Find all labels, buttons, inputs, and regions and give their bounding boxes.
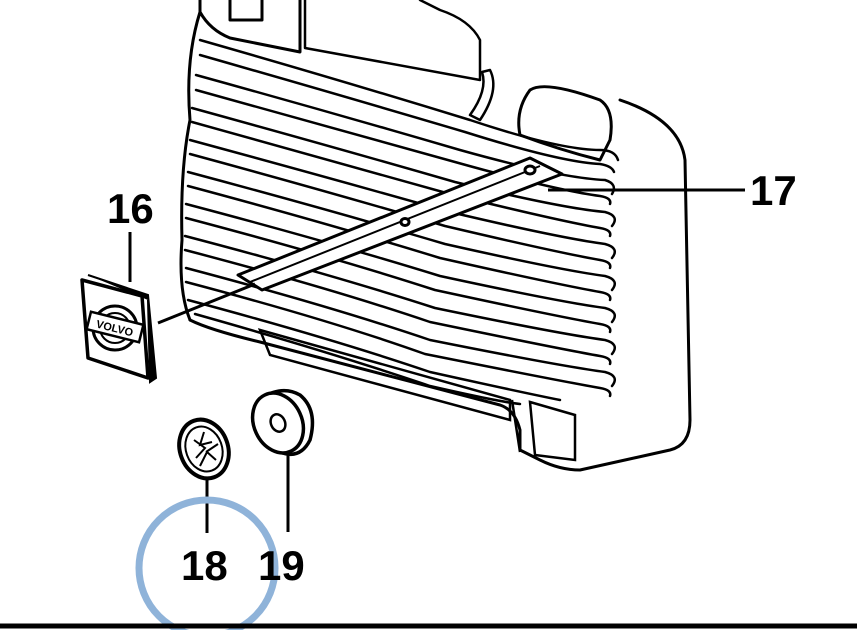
callout-18: 18 <box>181 542 228 589</box>
callout-16: 16 <box>107 185 154 232</box>
part-18-clip <box>177 417 231 481</box>
callout-17: 17 <box>750 167 797 214</box>
part-19-washer <box>250 388 315 456</box>
leader-lines <box>128 188 745 533</box>
part-16-emblem: VOLVO <box>80 274 158 384</box>
grille-lower-lip <box>257 328 577 462</box>
highlight-circle <box>135 496 279 630</box>
callout-19: 19 <box>258 542 305 589</box>
leader-16b <box>157 282 256 325</box>
part-17-strip <box>236 156 564 292</box>
grille-panel <box>179 0 692 472</box>
